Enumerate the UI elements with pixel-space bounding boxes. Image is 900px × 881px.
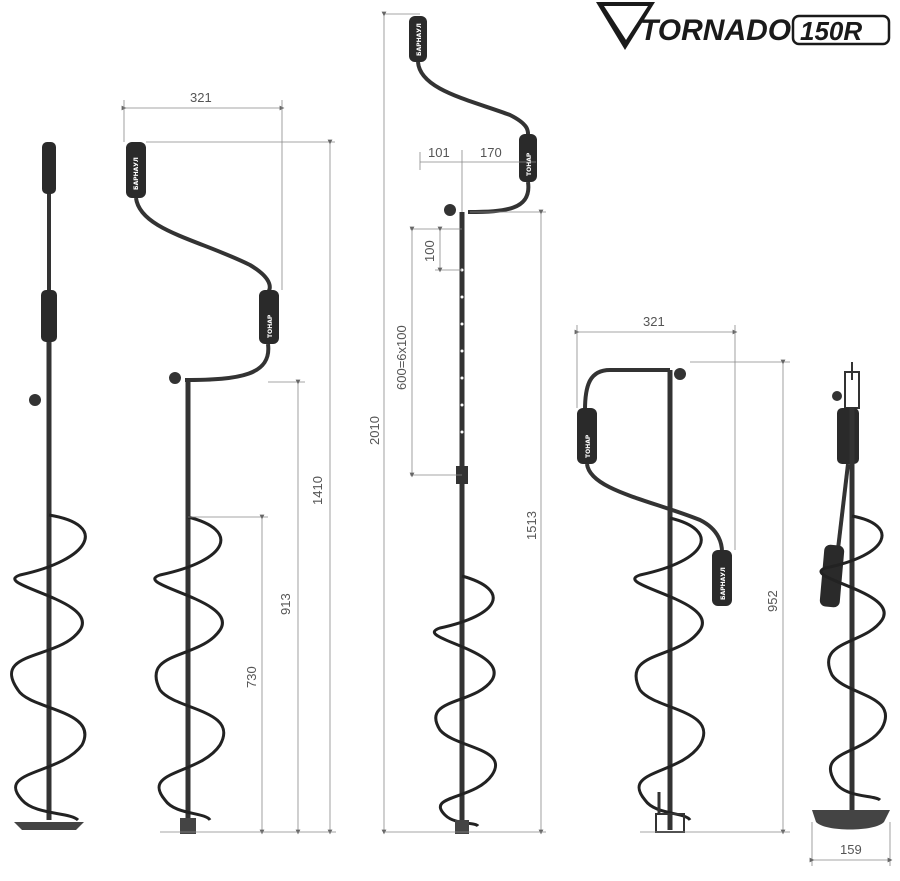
- view2-auger-length-label: 730: [244, 666, 259, 688]
- view2-width-label: 321: [190, 90, 212, 105]
- view3-range-label: 600=6x100: [394, 325, 409, 390]
- view2-mid-grip-label: ТОНАР: [267, 314, 274, 338]
- view1-top-grip: [42, 142, 56, 194]
- brand-logo: TORNADO 150R: [596, 2, 891, 50]
- view2-top-grip: [126, 142, 146, 198]
- view3-auger-spiral: [432, 574, 497, 828]
- view1-auger-side: [10, 142, 87, 830]
- view2-height-handle-label: 913: [278, 593, 293, 615]
- view3-top-grip-label: БАРНАУЛ: [416, 23, 423, 56]
- view5-grip-top: [837, 408, 859, 464]
- view2-lower-arm: [184, 343, 271, 382]
- view3-auger-extended: БАРНАУЛ ТОНАР 101 170 2010 600=6x: [367, 11, 546, 835]
- logo-model-frame: [791, 14, 891, 46]
- view4-height-label: 952: [765, 590, 780, 612]
- view1-auger-spiral: [10, 513, 87, 822]
- view3-height-handle-label: 1513: [524, 511, 539, 540]
- view2-crank-arm: [134, 197, 272, 294]
- view4-lock-knob: [674, 368, 686, 380]
- view3-lock-knob: [444, 204, 456, 216]
- logo-model-text: 150R: [800, 16, 862, 46]
- view4-top-arm: [583, 368, 670, 411]
- view5-diameter-label: 159: [840, 842, 862, 857]
- view2-height-total-label: 1410: [310, 476, 325, 505]
- view1-lock-knob: [29, 394, 41, 406]
- view5-grip-bottom: [819, 544, 845, 608]
- view4-auger-spiral: [633, 516, 706, 822]
- view4-lower-grip: [712, 550, 732, 606]
- view4-lower-grip-label: БАРНАУЛ: [720, 567, 727, 600]
- view5-auger-spiral: [819, 514, 887, 802]
- view3-shaft-holes: [460, 268, 464, 434]
- view4-side-grip-label: ТОНАР: [585, 434, 592, 458]
- view3-mid-grip-label: ТОНАР: [526, 152, 533, 176]
- view2-mid-grip: [259, 290, 279, 344]
- view3-offset-left-label: 101: [428, 145, 450, 160]
- view4-width-label: 321: [643, 314, 665, 329]
- view3-top-grip: [409, 16, 427, 62]
- view1-cutter-head: [14, 822, 84, 830]
- view3-crank-arm: [416, 61, 531, 137]
- view3-step-label: 100: [422, 240, 437, 262]
- view2-lock-knob: [169, 372, 181, 384]
- view4-side-grip: [577, 408, 597, 464]
- view1-mid-grip: [41, 290, 57, 342]
- view4-crank-arm: [585, 463, 724, 553]
- view2-auger-spiral: [153, 515, 226, 822]
- view4-auger-folded: ТОНАР БАРНАУЛ 321 952: [574, 314, 790, 835]
- view5-auger-packed: 159: [809, 362, 893, 866]
- logo-chevron-inner: [604, 6, 648, 40]
- view3-cutter-head: [455, 820, 469, 834]
- logo-brand-text: TORNADO: [640, 14, 791, 47]
- view3-lower-arm: [467, 181, 531, 214]
- view3-total-height-label: 2010: [367, 416, 382, 445]
- view2-cutter-head: [180, 818, 196, 834]
- view2-top-grip-label: БАРНАУЛ: [133, 157, 140, 190]
- view5-cutter-guard: [812, 810, 890, 830]
- view5-lock-knob: [832, 391, 842, 401]
- view3-mid-grip: [519, 134, 537, 182]
- view3-offset-right-label: 170: [480, 145, 502, 160]
- view2-auger-front: БАРНАУЛ ТОНАР 321 1410 913 730: [121, 90, 336, 835]
